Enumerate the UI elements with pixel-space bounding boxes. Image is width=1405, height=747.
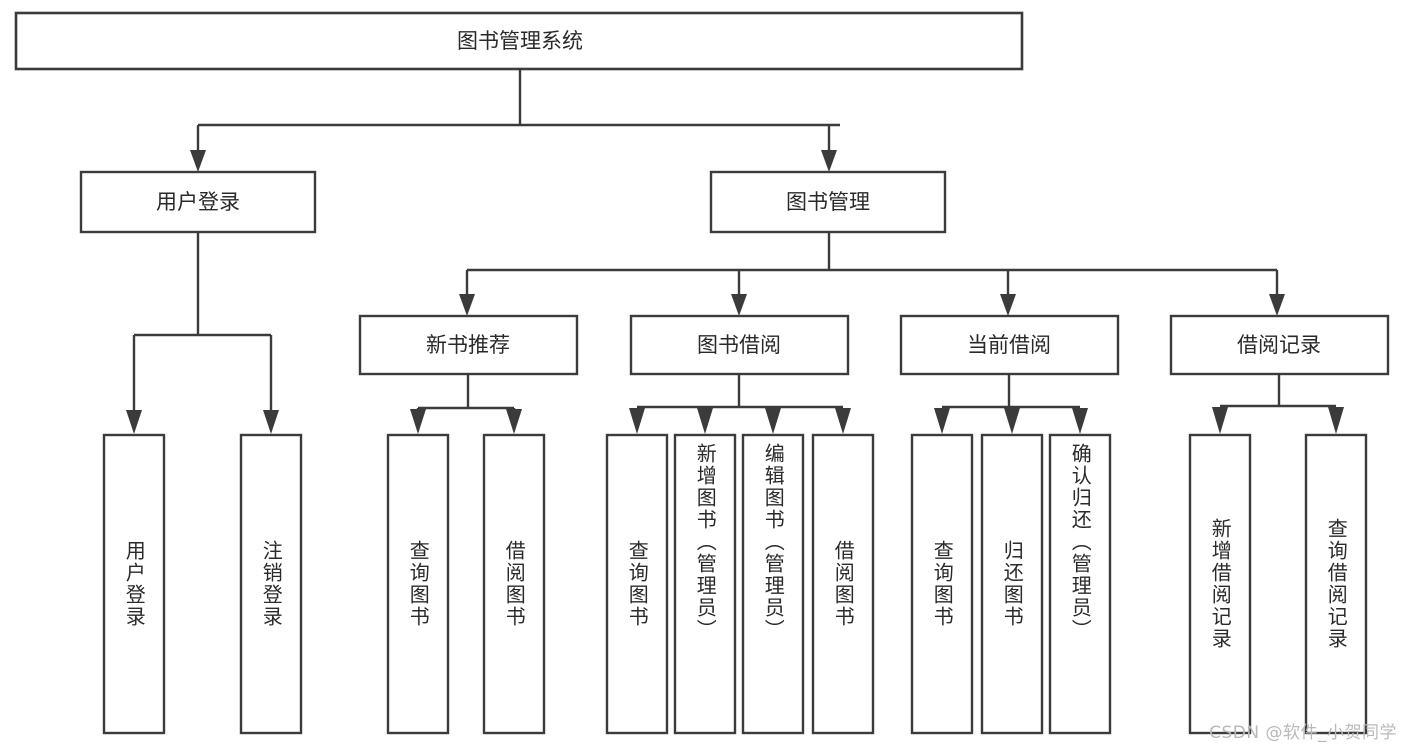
leaf-box-query-book-2[interactable] xyxy=(605,433,669,735)
node-user-login-box[interactable] xyxy=(79,170,317,234)
leaf-box-query-record[interactable] xyxy=(1304,433,1368,735)
connector-group-borrow-record xyxy=(1212,374,1344,434)
arrow-current-borrow-to-leaf-3 xyxy=(1072,408,1088,434)
connector-group-root xyxy=(190,69,840,172)
arrow-book-manage-to-current-borrow xyxy=(1000,294,1016,316)
arrow-new-book-recommend-to-leaf-2 xyxy=(506,409,522,434)
arrow-book-borrow-to-leaf-2 xyxy=(697,408,713,434)
arrow-book-manage-to-book-borrow xyxy=(731,294,747,316)
connector-group-book-manage xyxy=(459,232,1285,316)
leaf-box-user-login[interactable] xyxy=(102,433,166,735)
leaf-box-borrow-book-1[interactable] xyxy=(482,433,546,735)
node-root-box[interactable] xyxy=(14,11,1024,71)
node-current-borrow-box[interactable] xyxy=(899,314,1120,376)
node-current-borrow-label: 当前借阅 xyxy=(967,333,1051,357)
arrow-user-login-to-leaf-2 xyxy=(263,410,279,434)
node-new-book-recommend-label: 新书推荐 xyxy=(426,333,510,357)
node-borrow-record[interactable]: 借阅记录 xyxy=(1169,314,1390,376)
connector-group-current-borrow xyxy=(934,374,1088,434)
node-book-manage-box[interactable] xyxy=(709,170,947,234)
arrow-user-login-to-leaf-1 xyxy=(126,410,142,434)
leaf-box-user-logout[interactable] xyxy=(239,433,303,735)
node-root-label: 图书管理系统 xyxy=(457,29,583,53)
arrow-book-borrow-to-leaf-3 xyxy=(765,408,781,434)
leaf-box-edit-book[interactable] xyxy=(741,433,805,735)
connector-group-new-book-recommend xyxy=(410,374,522,434)
node-new-book-recommend[interactable]: 新书推荐 xyxy=(358,314,579,376)
arrow-borrow-record-to-leaf-2 xyxy=(1328,407,1344,434)
arrow-current-borrow-to-leaf-2 xyxy=(1004,408,1020,434)
leaf-box-borrow-book-2[interactable] xyxy=(811,433,875,735)
node-borrow-record-box[interactable] xyxy=(1169,314,1390,376)
node-book-manage[interactable]: 图书管理 xyxy=(709,170,947,234)
leaf-box-query-book-1[interactable] xyxy=(386,433,450,735)
node-book-borrow-label: 图书借阅 xyxy=(697,333,781,357)
leaf-box-add-book[interactable] xyxy=(673,433,737,735)
node-book-borrow[interactable]: 图书借阅 xyxy=(629,314,850,376)
connector-group-user-login xyxy=(126,232,279,434)
arrow-current-borrow-to-leaf-1 xyxy=(934,408,950,434)
arrow-book-manage-to-borrow-record xyxy=(1269,294,1285,316)
arrow-borrow-record-to-leaf-1 xyxy=(1212,407,1228,434)
arrow-book-manage-to-new-book-recommend xyxy=(459,294,475,316)
node-current-borrow[interactable]: 当前借阅 xyxy=(899,314,1120,376)
node-user-login-label: 用户登录 xyxy=(156,190,240,214)
arrow-root-to-user-login xyxy=(190,150,206,172)
arrow-book-borrow-to-leaf-1 xyxy=(629,408,645,434)
connector-group-book-borrow xyxy=(629,374,851,434)
arrow-new-book-recommend-to-leaf-1 xyxy=(410,409,426,434)
node-book-borrow-box[interactable] xyxy=(629,314,850,376)
arrow-book-borrow-to-leaf-4 xyxy=(835,408,851,434)
node-borrow-record-label: 借阅记录 xyxy=(1237,333,1321,357)
leaf-box-return-book[interactable] xyxy=(980,433,1044,735)
node-book-manage-label: 图书管理 xyxy=(786,190,870,214)
node-new-book-recommend-box[interactable] xyxy=(358,314,579,376)
node-root[interactable]: 图书管理系统 xyxy=(14,11,1024,71)
leaf-box-confirm-return[interactable] xyxy=(1048,433,1112,735)
leaf-box-add-record[interactable] xyxy=(1188,433,1252,735)
node-user-login[interactable]: 用户登录 xyxy=(79,170,317,234)
leaf-box-query-book-3[interactable] xyxy=(910,433,974,735)
arrow-root-to-book-manage xyxy=(821,150,837,172)
